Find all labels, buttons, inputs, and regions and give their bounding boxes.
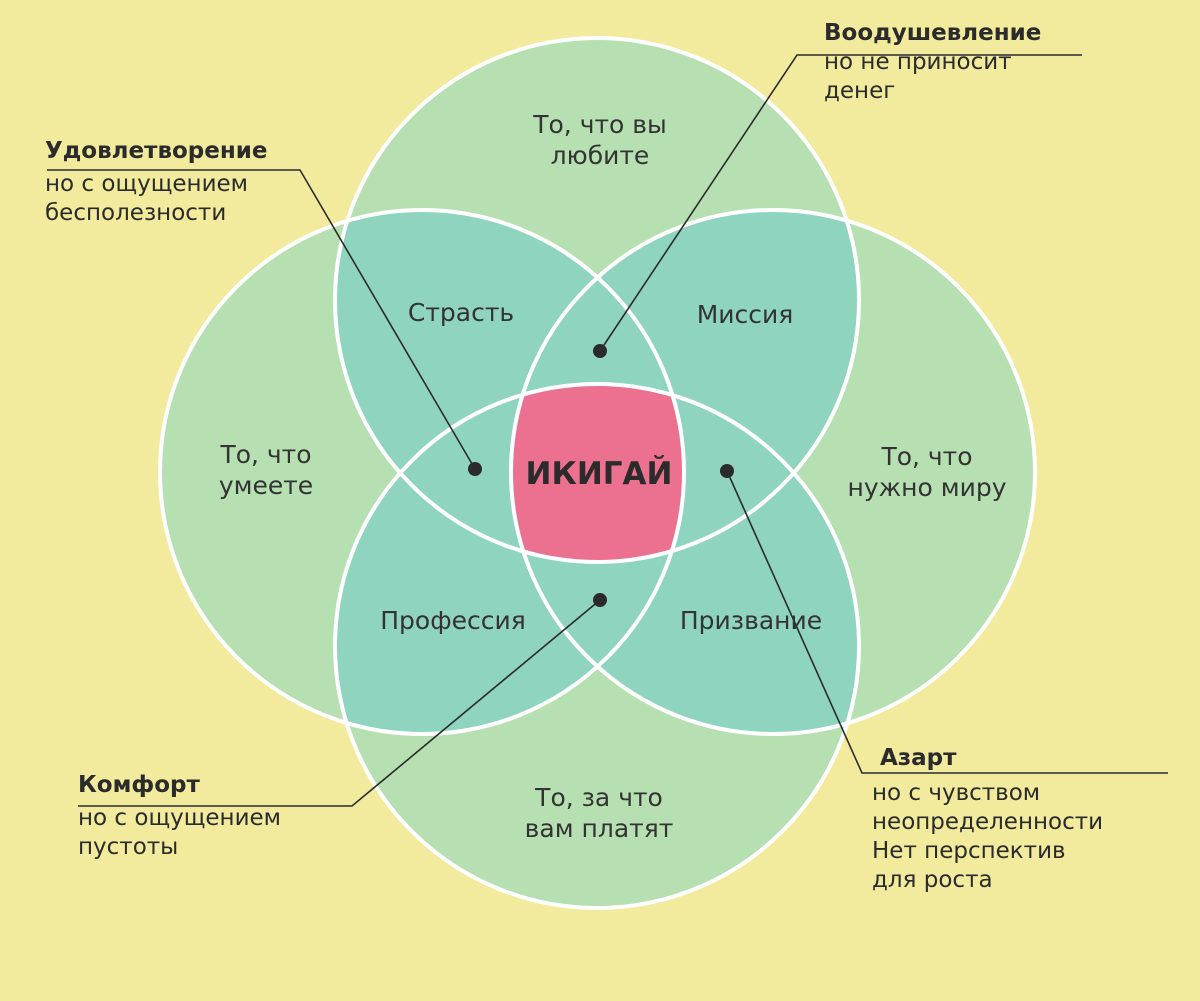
leader-excitement <box>726 470 1168 774</box>
callout-satisfaction-title: Удовлетворение <box>45 138 268 164</box>
label-ikigai: ИКИГАЙ <box>526 456 673 492</box>
label-line: То, что <box>880 442 972 471</box>
dot-inspiration <box>593 344 607 358</box>
callout-satisfaction: Удовлетворение но с ощущением бесполезно… <box>45 136 267 228</box>
label-line: умеете <box>219 471 313 500</box>
label-passion: Страсть <box>408 298 514 327</box>
callout-comfort-title: Комфорт <box>78 772 200 798</box>
label-line: То, за что <box>534 783 663 812</box>
label-line: нужно миру <box>847 473 1006 502</box>
leader-inspiration <box>599 54 1082 352</box>
label-line: вам платят <box>525 814 674 843</box>
marker-dots <box>468 344 734 607</box>
label-vocation: Призвание <box>680 606 822 635</box>
callout-inspiration-title: Воодушевление <box>824 20 1042 46</box>
label-line: То, что вы <box>532 110 667 139</box>
callout-excitement: Азарт но с чувством неопределенности Нет… <box>872 743 1103 895</box>
leader-comfort <box>78 599 601 807</box>
label-line: То, что <box>219 440 311 469</box>
callout-comfort: Комфорт но с ощущением пустоты <box>78 770 281 862</box>
leader-lines <box>47 54 1168 807</box>
overlap-fills <box>335 210 859 734</box>
dot-excitement <box>720 464 734 478</box>
callout-excitement-text: но с чувством неопределенности Нет персп… <box>872 780 1104 893</box>
callout-satisfaction-text: но с ощущением бесполезности <box>45 171 249 226</box>
dot-satisfaction <box>468 462 482 476</box>
callout-inspiration: Воодушевление но не приносит денег <box>824 18 1041 106</box>
callout-excitement-title: Азарт <box>880 745 957 771</box>
label-profession: Профессия <box>380 606 526 635</box>
leader-satisfaction <box>47 169 476 470</box>
callout-comfort-text: но с ощущением пустоты <box>78 805 282 860</box>
callout-inspiration-text: но не приносит денег <box>824 49 1012 104</box>
circle-outlines <box>158 36 1037 910</box>
label-mission: Миссия <box>697 300 794 329</box>
dot-comfort <box>593 593 607 607</box>
label-line: любите <box>551 141 650 170</box>
